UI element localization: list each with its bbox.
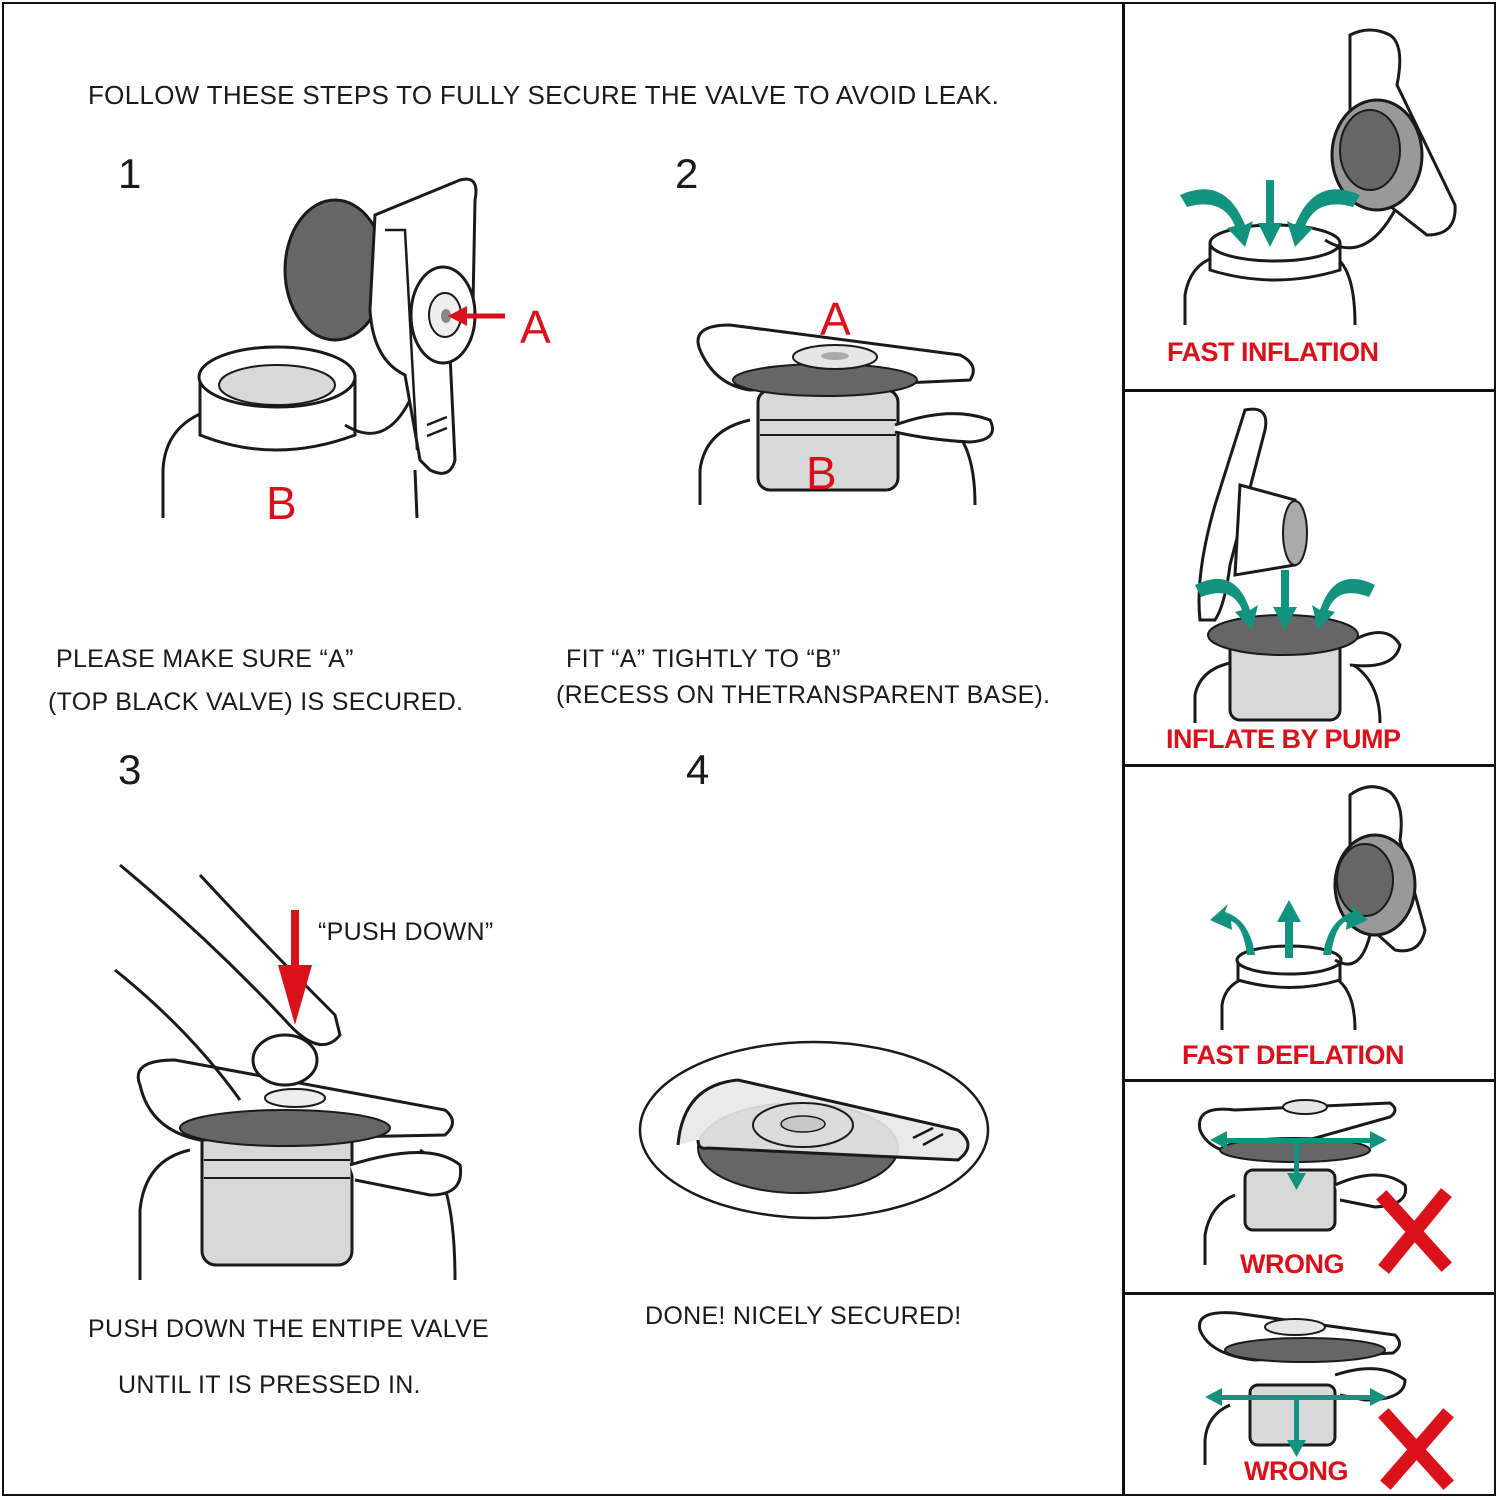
step4-secured-illustration (638, 1040, 990, 1220)
arrows-in-icon (1180, 180, 1360, 247)
sidebar-label-wrong-1: WRONG (1240, 1249, 1344, 1279)
sidebar-label-inflate-by-pump: INFLATE BY PUMP (1166, 724, 1401, 754)
fast-deflation-illustration (1210, 785, 1427, 1031)
fast-inflation-illustration (1180, 28, 1457, 326)
step-number-3: 3 (118, 746, 142, 793)
wrong-illustration-2 (1197, 1311, 1407, 1465)
page-title: FOLLOW THESE STEPS TO FULLY SECURE THE V… (88, 80, 1000, 110)
sidebar-separator (1124, 1079, 1496, 1082)
red-x-icon (1376, 1188, 1452, 1274)
step2-label-a: A (820, 293, 851, 345)
sidebar-label-fast-inflation: FAST INFLATION (1167, 337, 1379, 367)
step2-valve-illustration (696, 323, 994, 506)
step2-caption-line2: (RECESS ON THETRANSPARENT BASE). (556, 681, 1051, 709)
step3-push-down-illustration (114, 863, 463, 1281)
step2-caption-line1: FIT “A” TIGHTLY TO “B” (566, 645, 841, 673)
red-x-icon (1378, 1408, 1454, 1490)
step1-label-b: B (266, 477, 297, 529)
sidebar-label-fast-deflation: FAST DEFLATION (1182, 1040, 1405, 1070)
arrows-out-icon (1210, 900, 1368, 958)
sidebar-label-wrong-2: WRONG (1244, 1456, 1348, 1486)
step-number-2: 2 (675, 150, 699, 197)
push-down-label: “PUSH DOWN” (318, 918, 494, 946)
sidebar-separator (1124, 1292, 1496, 1295)
sidebar-divider (1122, 2, 1125, 1496)
step-number-4: 4 (686, 746, 710, 793)
step4-caption: DONE! NICELY SECURED! (645, 1302, 962, 1330)
inflate-by-pump-illustration (1193, 407, 1402, 724)
step3-caption-line1: PUSH DOWN THE ENTIPE VALVE (88, 1315, 489, 1343)
step3-caption-line2: UNTIL IT IS PRESSED IN. (118, 1371, 421, 1399)
step1-caption-line2: (TOP BLACK VALVE) IS SECURED. (48, 688, 464, 716)
wrong-illustration-1 (1197, 1099, 1408, 1265)
step1-valve-illustration (161, 177, 505, 519)
step2-label-b: B (806, 447, 837, 499)
step1-caption-line1: PLEASE MAKE SURE “A” (56, 645, 354, 673)
sidebar-separator (1124, 389, 1496, 392)
arrows-in-icon (1195, 570, 1375, 630)
step-number-1: 1 (118, 150, 142, 197)
sidebar-separator (1124, 764, 1496, 767)
step1-label-a: A (520, 301, 551, 353)
